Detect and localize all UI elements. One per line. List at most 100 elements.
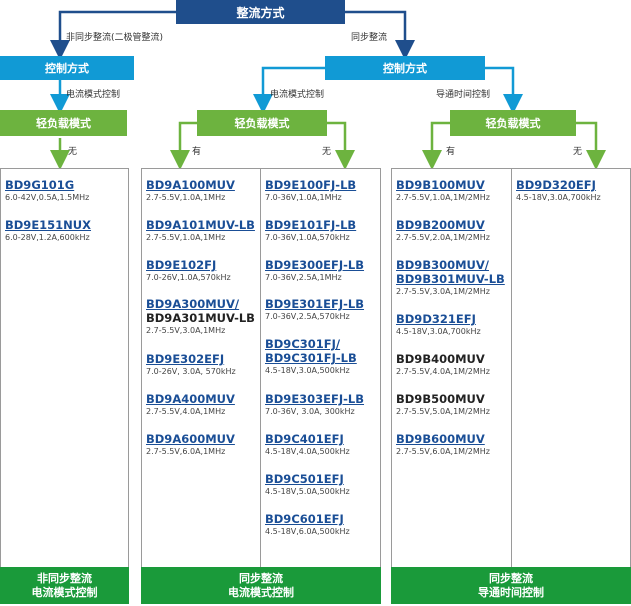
yes-label-2: 有 bbox=[192, 147, 202, 157]
part-spec: 2.7-5.5V,4.0A,1M/2MHz bbox=[396, 367, 490, 376]
part-number-link[interactable]: BD9A300MUV/ bbox=[146, 297, 240, 311]
part-spec: 7.0-26V, 3.0A, 570kHz bbox=[146, 367, 236, 376]
part-number-link[interactable]: BD9E102FJ bbox=[146, 258, 217, 272]
part-number-link[interactable]: BD9E100FJ-LB bbox=[265, 178, 357, 192]
part-spec: 4.5-18V,3.0A,500kHz bbox=[265, 366, 350, 375]
part-number-link[interactable]: BD9E300EFJ-LB bbox=[265, 258, 365, 272]
part-number-link[interactable]: BD9E151NUX bbox=[5, 218, 92, 232]
part-spec: 2.7-5.5V,5.0A,1M/2MHz bbox=[396, 407, 490, 416]
part-spec: 2.7-5.5V,6.0A,1MHz bbox=[146, 447, 226, 456]
part-number-link[interactable]: BD9B301MUV-LB bbox=[396, 272, 505, 286]
current-mode-label-right: 电流模式控制 bbox=[270, 90, 325, 100]
list-item[interactable]: BD9B300MUV/ BD9B301MUV-LB 2.7-5.5V,3.0A,… bbox=[396, 258, 505, 297]
part-spec: 2.7-5.5V,3.0A,1MHz bbox=[146, 326, 226, 335]
part-number-link[interactable]: BD9C501EFJ bbox=[265, 472, 344, 486]
arrow-ctrl-right-left bbox=[253, 66, 325, 114]
part-number-link[interactable]: BD9A600MUV bbox=[146, 432, 235, 446]
footer-line1: 非同步整流 bbox=[37, 571, 92, 585]
list-item[interactable]: BD9C401EFJ 4.5-18V,4.0A,500kHz bbox=[265, 432, 350, 457]
part-number-link[interactable]: BD9C601EFJ bbox=[265, 512, 344, 526]
arrow-ctrl-right-right bbox=[485, 66, 523, 114]
yes-label-3: 有 bbox=[446, 147, 456, 157]
arrow-ll2-yes bbox=[170, 121, 197, 170]
list-item[interactable]: BD9D321EFJ 4.5-18V,3.0A,700kHz bbox=[396, 312, 481, 337]
footer-non-sync-current: 非同步整流 电流模式控制 bbox=[0, 567, 129, 604]
part-spec: 4.5-18V,3.0A,700kHz bbox=[396, 327, 481, 336]
part-number-link[interactable]: BD9A101MUV-LB bbox=[146, 218, 255, 232]
list-item[interactable]: BD9E101FJ-LB 7.0-36V,1.0A,570kHz bbox=[265, 218, 356, 243]
list-item[interactable]: BD9C501EFJ 4.5-18V,5.0A,500kHz bbox=[265, 472, 350, 497]
part-number-link[interactable]: BD9A100MUV bbox=[146, 178, 235, 192]
part-spec: 4.5-18V,3.0A,700kHz bbox=[516, 193, 601, 202]
list-item[interactable]: BD9A100MUV 2.7-5.5V,1.0A,1MHz bbox=[146, 178, 235, 203]
list-item[interactable]: BD9E302EFJ 7.0-26V, 3.0A, 570kHz bbox=[146, 352, 236, 377]
list-item[interactable]: BD9E102FJ 7.0-26V,1.0A,570kHz bbox=[146, 258, 231, 283]
footer-line1: 同步整流 bbox=[489, 571, 533, 585]
part-spec: 7.0-36V,1.0A,570kHz bbox=[265, 233, 350, 242]
footer-sync-on-time: 同步整流 导通时间控制 bbox=[391, 567, 631, 604]
part-spec: 6.0-28V,1.2A,600kHz bbox=[5, 233, 90, 242]
part-number-link[interactable]: BD9C301FJ-LB bbox=[265, 351, 357, 365]
footer-sync-current: 同步整流 电流模式控制 bbox=[141, 567, 381, 604]
part-number-link[interactable]: BD9C301FJ/ bbox=[265, 337, 341, 351]
footer-line2: 导通时间控制 bbox=[478, 585, 544, 599]
part-spec: 7.0-36V,2.5A,570kHz bbox=[265, 312, 350, 321]
part-spec: 7.0-36V,1.0A,1MHz bbox=[265, 193, 342, 202]
part-spec: 2.7-5.5V,1.0A,1MHz bbox=[146, 193, 226, 202]
part-number-text: BD9B500MUV bbox=[396, 392, 485, 406]
part-number-link[interactable]: BD9B600MUV bbox=[396, 432, 485, 446]
part-spec: 2.7-5.5V,6.0A,1M/2MHz bbox=[396, 447, 490, 456]
list-item[interactable]: BD9A101MUV-LB 2.7-5.5V,1.0A,1MHz bbox=[146, 218, 255, 243]
rectification-method-box: 整流方式 bbox=[176, 0, 345, 24]
part-spec: 2.7-5.5V,3.0A,1M/2MHz bbox=[396, 287, 490, 296]
part-number-link[interactable]: BD9C401EFJ bbox=[265, 432, 344, 446]
column-1 bbox=[0, 168, 129, 604]
part-number-link[interactable]: BD9B100MUV bbox=[396, 178, 485, 192]
part-number-text: BD9A301MUV-LB bbox=[146, 311, 255, 325]
part-number-link[interactable]: BD9D320EFJ bbox=[516, 178, 596, 192]
arrow-top-left bbox=[50, 10, 176, 60]
part-spec: 7.0-36V, 3.0A, 300kHz bbox=[265, 407, 355, 416]
list-item[interactable]: BD9B100MUV 2.7-5.5V,1.0A,1M/2MHz bbox=[396, 178, 490, 203]
list-item[interactable]: BD9A600MUV 2.7-5.5V,6.0A,1MHz bbox=[146, 432, 235, 457]
part-spec: 2.7-5.5V,4.0A,1MHz bbox=[146, 407, 226, 416]
list-item[interactable]: BD9E300EFJ-LB 7.0-36V,2.5A,1MHz bbox=[265, 258, 364, 283]
list-item[interactable]: BD9E303EFJ-LB 7.0-36V, 3.0A, 300kHz bbox=[265, 392, 364, 417]
part-number-link[interactable]: BD9B200MUV bbox=[396, 218, 485, 232]
part-number-link[interactable]: BD9E303EFJ-LB bbox=[265, 392, 365, 406]
no-label-3: 无 bbox=[573, 147, 583, 157]
part-spec: 4.5-18V,6.0A,500kHz bbox=[265, 527, 350, 536]
column-divider-2 bbox=[260, 168, 261, 568]
list-item[interactable]: BD9E100FJ-LB 7.0-36V,1.0A,1MHz bbox=[265, 178, 356, 203]
part-number-link[interactable]: BD9A400MUV bbox=[146, 392, 235, 406]
list-item[interactable]: BD9B200MUV 2.7-5.5V,2.0A,1M/2MHz bbox=[396, 218, 490, 243]
part-number-link[interactable]: BD9G101G bbox=[5, 178, 75, 192]
part-number-link[interactable]: BD9E301EFJ-LB bbox=[265, 297, 365, 311]
list-item[interactable]: BD9B600MUV 2.7-5.5V,6.0A,1M/2MHz bbox=[396, 432, 490, 457]
footer-line2: 电流模式控制 bbox=[31, 585, 98, 599]
part-number-link[interactable]: BD9D321EFJ bbox=[396, 312, 476, 326]
light-load-box-1: 轻负载模式 bbox=[0, 110, 127, 136]
part-number-link[interactable]: BD9E302EFJ bbox=[146, 352, 225, 366]
list-item[interactable]: BD9E151NUX 6.0-28V,1.2A,600kHz bbox=[5, 218, 91, 243]
list-item[interactable]: BD9D320EFJ 4.5-18V,3.0A,700kHz bbox=[516, 178, 601, 203]
current-mode-label-left: 电流模式控制 bbox=[66, 90, 121, 100]
control-method-box-right: 控制方式 bbox=[325, 56, 485, 80]
part-number-link[interactable]: BD9E101FJ-LB bbox=[265, 218, 357, 232]
light-load-box-2: 轻负载模式 bbox=[197, 110, 327, 136]
arrow-ll2-no bbox=[327, 121, 355, 170]
no-label-2: 无 bbox=[322, 147, 332, 157]
arrow-ll3-no bbox=[576, 121, 606, 170]
part-spec: 2.7-5.5V,1.0A,1M/2MHz bbox=[396, 193, 490, 202]
list-item[interactable]: BD9G101G 6.0-42V,0.5A,1.5MHz bbox=[5, 178, 89, 203]
part-number-link[interactable]: BD9B300MUV/ bbox=[396, 258, 489, 272]
list-item[interactable]: BD9A400MUV 2.7-5.5V,4.0A,1MHz bbox=[146, 392, 235, 417]
control-method-box-left: 控制方式 bbox=[0, 56, 134, 80]
list-item[interactable]: BD9C301FJ/ BD9C301FJ-LB 4.5-18V,3.0A,500… bbox=[265, 337, 357, 376]
column-divider-3 bbox=[511, 168, 512, 568]
list-item[interactable]: BD9E301EFJ-LB 7.0-36V,2.5A,570kHz bbox=[265, 297, 364, 322]
list-item[interactable]: BD9C601EFJ 4.5-18V,6.0A,500kHz bbox=[265, 512, 350, 537]
list-item[interactable]: BD9A300MUV/ BD9A301MUV-LB 2.7-5.5V,3.0A,… bbox=[146, 297, 255, 336]
list-item: BD9B500MUV 2.7-5.5V,5.0A,1M/2MHz bbox=[396, 392, 490, 417]
